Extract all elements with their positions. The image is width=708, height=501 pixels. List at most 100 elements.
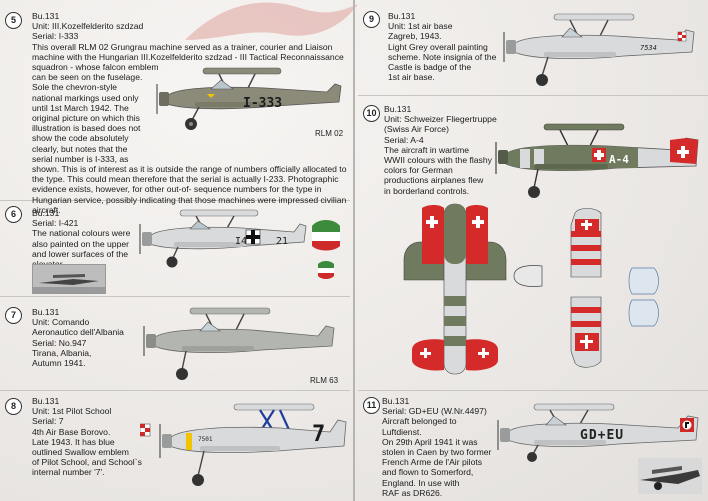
elevator-outline <box>628 267 659 327</box>
flag-swoosh-graphic <box>185 2 358 40</box>
text-line: Unit: Schweizer Fliegertruppe <box>384 114 497 125</box>
aircraft-6-code-right: 21 <box>276 236 289 247</box>
aircraft-11-profile <box>497 403 699 462</box>
text-line: Serial: I-333 <box>32 31 79 42</box>
text-line: Serial: GD+EU (W.Nr.4497) <box>382 406 487 417</box>
text-line: of Pilot School, and School`s <box>32 457 142 468</box>
text-line: Serial: A-4 <box>384 134 424 145</box>
text-line: Bu.131 <box>32 396 60 406</box>
text-line: Hungarian service, possibly indicating t… <box>32 194 347 205</box>
section-8-text: Bu.131 Unit: 1st Pilot School Serial: 7 … <box>32 396 142 478</box>
text-line: Unit: 1st air base <box>388 21 453 32</box>
text-line: squadron - whose falcon emblem <box>32 62 159 73</box>
center-divider <box>353 0 355 501</box>
text-line: Serial: No.947 <box>32 337 87 348</box>
text-line: Tirana, Albania, <box>32 347 92 358</box>
text-line: Bu.131 <box>382 396 410 406</box>
section-9-text: Bu.131 Unit: 1st air base Zagreb, 1943. … <box>388 11 496 82</box>
text-line: Castle is badge of the <box>388 62 472 73</box>
section-number-badge: 5 <box>5 12 22 29</box>
text-line: also painted on the upper <box>32 238 129 249</box>
text-line: stolen in Caen by two former <box>382 447 492 458</box>
text-line: in borderland controls. <box>384 185 470 196</box>
section-number-badge: 9 <box>363 11 380 28</box>
text-line: until 1st March 1942. The <box>32 102 129 113</box>
color-note-rlm02: RLM 02 <box>315 129 344 138</box>
text-line: The aircraft in wartime <box>384 144 470 155</box>
divider-5-6 <box>0 200 350 201</box>
divider-9-10 <box>358 95 708 96</box>
text-line: Bu.131 <box>388 11 416 21</box>
aircraft-11-code: GD+EU <box>580 428 625 443</box>
text-line: Unit: III.Kozelfelderito szdzad <box>32 21 144 32</box>
section-number-badge: 6 <box>5 206 22 223</box>
aircraft-7-profile <box>143 307 335 380</box>
divider-10-11 <box>358 390 708 391</box>
section-number-badge: 8 <box>5 398 22 415</box>
text-line: (Swiss Air Force) <box>384 124 449 135</box>
text-line: England. In use with <box>382 477 460 488</box>
text-line: Light Grey overall painting <box>388 41 488 52</box>
color-note-rlm63: RLM 63 <box>310 376 339 385</box>
croatian-checker-icon <box>140 423 151 437</box>
section-number-badge: 10 <box>363 105 380 122</box>
text-line: Aircraft belonged to <box>382 416 457 427</box>
aircraft-10-wing-panels <box>570 208 602 368</box>
text-line: colors for German <box>384 165 453 176</box>
section-6-text: Bu.131 Serial: I-421 The national colour… <box>32 208 130 269</box>
text-line: WWII colours with the flashy <box>384 155 492 166</box>
aircraft-5-profile <box>156 67 342 130</box>
text-line: Aeronautico dell'Albania <box>32 327 124 338</box>
text-line: Unit: 1st Pilot School <box>32 406 112 417</box>
text-line: can be seen on the fuselage. <box>32 72 143 83</box>
aircraft-6-profile <box>139 209 307 268</box>
text-line: French Arme de l'Air pilots <box>382 457 483 468</box>
text-line: Luftdienst. <box>382 426 422 437</box>
text-line: aircraft. <box>32 204 61 215</box>
text-line: shown. This is of interest as it is outs… <box>32 164 347 175</box>
text-line: This overall RLM 02 Grungrau machine ser… <box>32 41 333 52</box>
text-line: 1st air base. <box>388 72 435 83</box>
text-line: On 29th April 1941 it was <box>382 436 478 447</box>
aircraft-10-profile <box>495 123 699 198</box>
text-line: Bu.131 <box>32 11 60 21</box>
aircraft-10-code: A-4 <box>609 153 629 166</box>
croatian-checker-icon <box>677 31 687 42</box>
text-line: 4th Air Base Borovo. <box>32 426 111 437</box>
text-line: Zagreb, 1943. <box>388 31 442 42</box>
text-line: machine with the Hungarian III.Kozelfeld… <box>32 51 344 62</box>
elevator-outline <box>513 265 543 287</box>
aircraft-10-top-view <box>403 203 507 375</box>
text-line: original picture on which this <box>32 113 140 124</box>
text-line: Sole the chevron-style <box>32 82 118 93</box>
section-11-text: Bu.131 Serial: GD+EU (W.Nr.4497) Aircraf… <box>382 396 491 498</box>
aircraft-9-profile <box>503 13 695 86</box>
text-line: Bu.131 <box>32 307 60 317</box>
text-line: Serial: I-421 <box>32 218 79 229</box>
hungarian-elevator-colors <box>312 220 340 279</box>
divider-7-8 <box>0 390 350 391</box>
historical-photo <box>638 458 702 494</box>
historical-photo <box>32 264 106 294</box>
divider-6-7 <box>0 296 350 297</box>
text-line: scheme. Note insignia of the <box>388 51 497 62</box>
aircraft-8-profile <box>140 403 347 486</box>
section-5-text: Bu.131 Unit: III.Kozelfelderito szdzad S… <box>32 11 346 215</box>
section-number-badge: 11 <box>363 397 380 414</box>
text-line: Bu.131 <box>384 104 412 114</box>
text-line: and lower surfaces of the <box>32 248 129 259</box>
text-line: RAF as DR626. <box>382 487 443 498</box>
text-line: evidence exists, however, for other out-… <box>32 184 322 195</box>
aircraft-6-code-left: I4 <box>235 236 248 247</box>
text-line: national markings used only <box>32 92 139 103</box>
text-line: Serial: 7 <box>32 416 64 427</box>
section-7-text: Bu.131 Unit: Comando Aeronautico dell'Al… <box>32 307 124 368</box>
aircraft-9-code: 7534 <box>640 44 657 52</box>
section-number-badge: 7 <box>5 307 22 324</box>
text-line: the type. This could mean therefore that… <box>32 174 339 185</box>
aircraft-8-code: 7 <box>312 422 326 447</box>
text-line: productions airplanes flew <box>384 175 484 186</box>
text-line: Bu.131 <box>32 208 60 218</box>
text-line: Late 1943. It has blue <box>32 436 115 447</box>
